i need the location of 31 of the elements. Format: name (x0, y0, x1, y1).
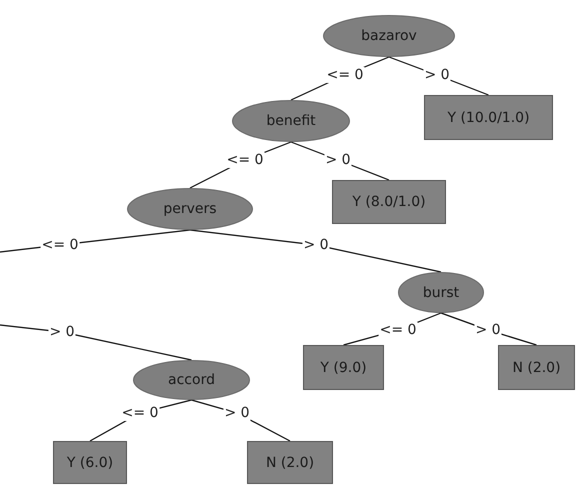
leaf-label: N (2.0) (266, 454, 314, 470)
edge-label: > 0 (423, 67, 451, 83)
edge-label: <= 0 (326, 67, 364, 83)
edge-label: > 0 (474, 322, 502, 338)
leaf-box (332, 180, 446, 224)
edge-label: <= 0 (226, 152, 264, 168)
attribute-name: bazarov (361, 28, 417, 44)
leaf-box (53, 441, 127, 484)
leaf-label: Y (6.0) (66, 454, 114, 470)
decision-ellipse (133, 360, 250, 400)
leaf-label: Y (10.0/1.0) (447, 110, 530, 126)
leaf-box (424, 95, 553, 140)
edge-label: > 0 (324, 152, 352, 168)
decision-ellipse (398, 272, 484, 313)
leaf-box (498, 345, 575, 390)
attribute-name: pervers (163, 201, 217, 217)
edge-label: > 0 (223, 405, 251, 421)
leaf-label: Y (8.0/1.0) (352, 194, 426, 210)
edge-label: <= 0 (378, 322, 418, 338)
connector-line (190, 229, 442, 273)
leaf-box (303, 345, 384, 390)
attribute-name: benefit (266, 113, 316, 129)
leaf-box (247, 441, 333, 484)
decision-ellipse (127, 188, 253, 230)
leaf-label: N (2.0) (512, 360, 561, 376)
leaf-label: Y (9.0) (320, 360, 367, 376)
attribute-name: accord (168, 372, 215, 388)
decision-ellipse (323, 15, 455, 57)
attribute-name: burst (422, 284, 460, 300)
decision-ellipse (232, 100, 350, 142)
edge-label: <= 0 (120, 405, 160, 421)
